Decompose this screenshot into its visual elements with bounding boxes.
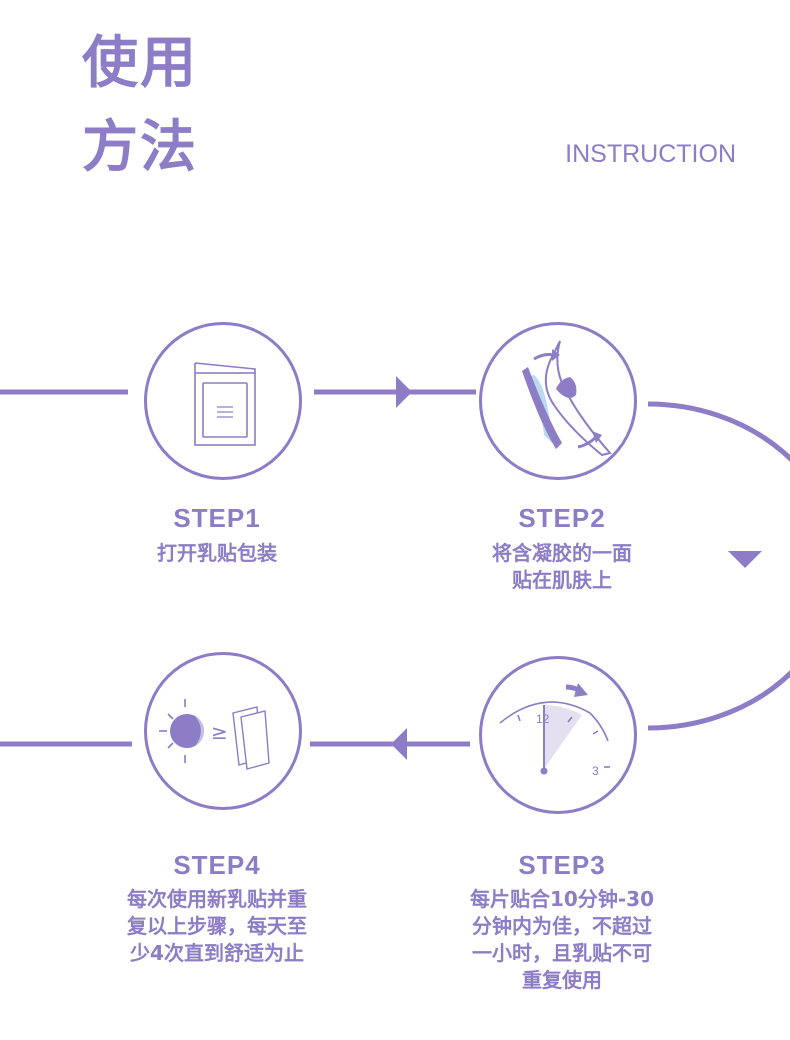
step3-desc-line: 重复使用 — [522, 968, 602, 992]
page-title-line2: 方法 — [82, 115, 198, 180]
step4-desc-line: 复以上步骤，每天至 — [127, 914, 307, 938]
step1-title: STEP1 — [173, 503, 261, 533]
step4-circle: ≥ — [144, 652, 302, 810]
step4-desc-line: 少4次直到舒适为止 — [130, 941, 304, 965]
package-icon — [194, 362, 256, 446]
step3-desc-line: 分钟内为佳，不超过 — [472, 914, 652, 938]
step3-title: STEP3 — [518, 850, 606, 880]
connector-curve-right — [647, 401, 790, 731]
step2-desc-line: 贴在肌肤上 — [512, 568, 612, 592]
apply-patch-icon — [522, 340, 612, 457]
step2-circle — [479, 322, 637, 480]
new-patch-icon: ≥ — [159, 699, 270, 770]
timer-label-3: 3 — [592, 764, 599, 778]
step1-description: 打开乳贴包装 — [97, 540, 337, 567]
step2-desc-line: 将含凝胶的一面 — [492, 541, 632, 565]
timer-label-12: 12 — [536, 712, 550, 726]
step4-title: STEP4 — [173, 850, 261, 880]
step2-description: 将含凝胶的一面 贴在肌肤上 — [442, 540, 682, 594]
page-subtitle: INSTRUCTION — [565, 140, 736, 168]
compare-glyph: ≥ — [211, 720, 228, 744]
page-title-line1: 使用 — [82, 31, 198, 96]
step3-desc-line: 每片贴合10分钟-30 — [470, 887, 654, 911]
step1-circle — [144, 322, 302, 480]
step3-desc-line: 一小时，且乳贴不可 — [472, 941, 652, 965]
arrow-right-icon — [396, 376, 412, 408]
timer-icon: 12 3 — [499, 683, 610, 778]
step2-title: STEP2 — [518, 503, 606, 533]
step4-description: 每次使用新乳贴并重 复以上步骤，每天至 少4次直到舒适为止 — [97, 886, 337, 967]
step1-desc-line: 打开乳贴包装 — [157, 541, 277, 565]
step3-description: 每片贴合10分钟-30 分钟内为佳，不超过 一小时，且乳贴不可 重复使用 — [442, 886, 682, 994]
arrow-left-icon — [391, 728, 407, 760]
arrow-down-icon — [728, 551, 762, 568]
step3-circle: 12 3 — [479, 656, 637, 814]
step4-desc-line: 每次使用新乳贴并重 — [127, 887, 307, 911]
